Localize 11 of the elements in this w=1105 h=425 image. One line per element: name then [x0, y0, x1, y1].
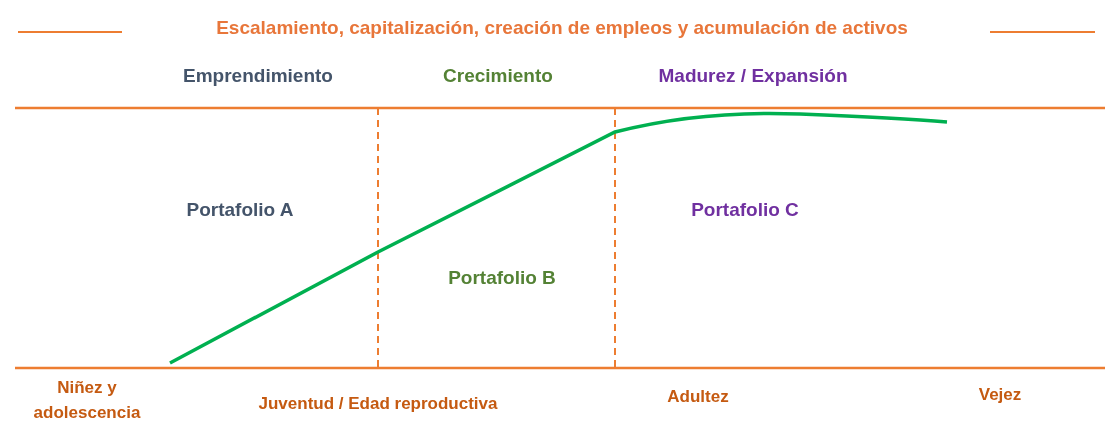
life-stage-label: Niñez y adolescencia: [32, 377, 142, 424]
life-stage-label: Adultez: [667, 385, 729, 408]
stage-heading: Madurez / Expansión: [658, 64, 848, 89]
portfolio-label: Portafolio B: [447, 266, 557, 291]
stage-heading: Crecimiento: [443, 64, 553, 89]
life-stage-label: Vejez: [978, 383, 1022, 406]
title: Escalamiento, capitalización, creación de empleos y acumulación de activos: [216, 16, 908, 41]
life-stage-label: Juventud / Edad reproductiva: [258, 392, 498, 415]
stage-heading: Emprendimiento: [183, 64, 333, 89]
portfolio-label: Portafolio A: [185, 198, 295, 223]
portfolio-label: Portafolio C: [690, 198, 800, 223]
